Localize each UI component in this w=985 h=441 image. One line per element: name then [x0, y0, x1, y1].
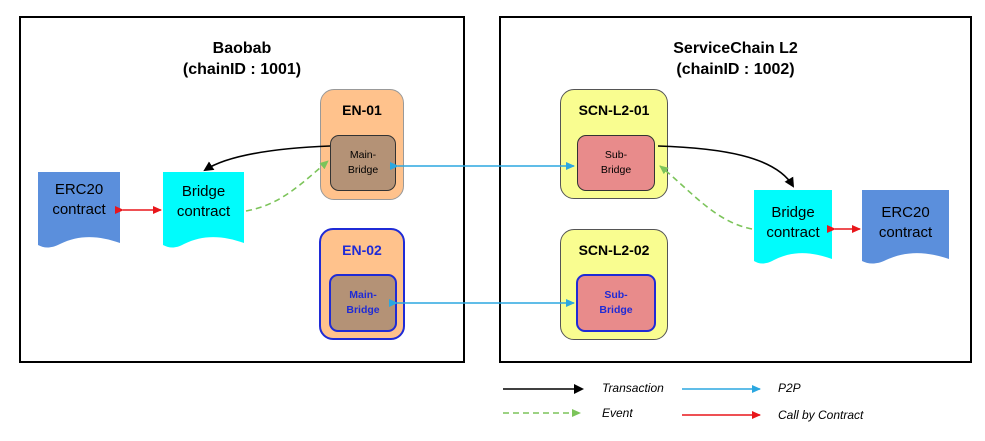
left-bridge-document-shape [163, 172, 244, 248]
legend-call-label: Call by Contract [778, 408, 864, 422]
transaction-arrow-left [203, 145, 331, 172]
event-arrow-right [659, 165, 753, 230]
node-en-02: EN-02 Main- Bridge [319, 228, 405, 340]
node-scn-l2-01-label: SCN-L2-01 [578, 102, 650, 118]
legend-event-label: Event [602, 406, 633, 420]
transaction-arrow-right [657, 145, 795, 188]
left-erc20-document-shape [38, 172, 120, 248]
event-arrow-left [245, 160, 329, 212]
node-en-01: EN-01 Main- Bridge [320, 89, 404, 200]
servicechain-title: ServiceChain L2 (chainID : 1002) [501, 38, 970, 80]
en-02-main-bridge: Main- Bridge [329, 274, 397, 332]
right-bridge-label: Bridge contract [766, 204, 820, 241]
baobab-chain-title: Baobab (chainID : 1001) [21, 38, 463, 80]
node-scn-l2-02-label: SCN-L2-02 [578, 242, 650, 258]
node-en-01-label: EN-01 [342, 102, 382, 118]
baobab-chain-id: (chainID : 1001) [182, 61, 302, 78]
left-erc20-label: ERC20 contract [52, 181, 106, 218]
node-en-02-label: EN-02 [342, 242, 382, 258]
right-bridge-document-shape [754, 190, 832, 264]
left-bridge-label: Bridge contract [176, 183, 231, 220]
right-erc20-document-shape [862, 190, 949, 264]
node-scn-l2-01: SCN-L2-01 Sub- Bridge [560, 89, 668, 199]
en-01-main-bridge: Main- Bridge [330, 135, 396, 191]
servicechain-name: ServiceChain L2 [673, 40, 798, 57]
node-scn-l2-02: SCN-L2-02 Sub- Bridge [560, 229, 668, 340]
servicechain-chain-id: (chainID : 1002) [676, 61, 795, 78]
scn-l2-01-sub-bridge: Sub- Bridge [577, 135, 655, 191]
right-erc20-label: ERC20 contract [878, 204, 933, 241]
legend-p2p-label: P2P [778, 381, 801, 395]
baobab-name: Baobab [212, 40, 272, 57]
legend-transaction-label: Transaction [602, 381, 664, 395]
scn-l2-02-sub-bridge: Sub- Bridge [576, 274, 656, 332]
